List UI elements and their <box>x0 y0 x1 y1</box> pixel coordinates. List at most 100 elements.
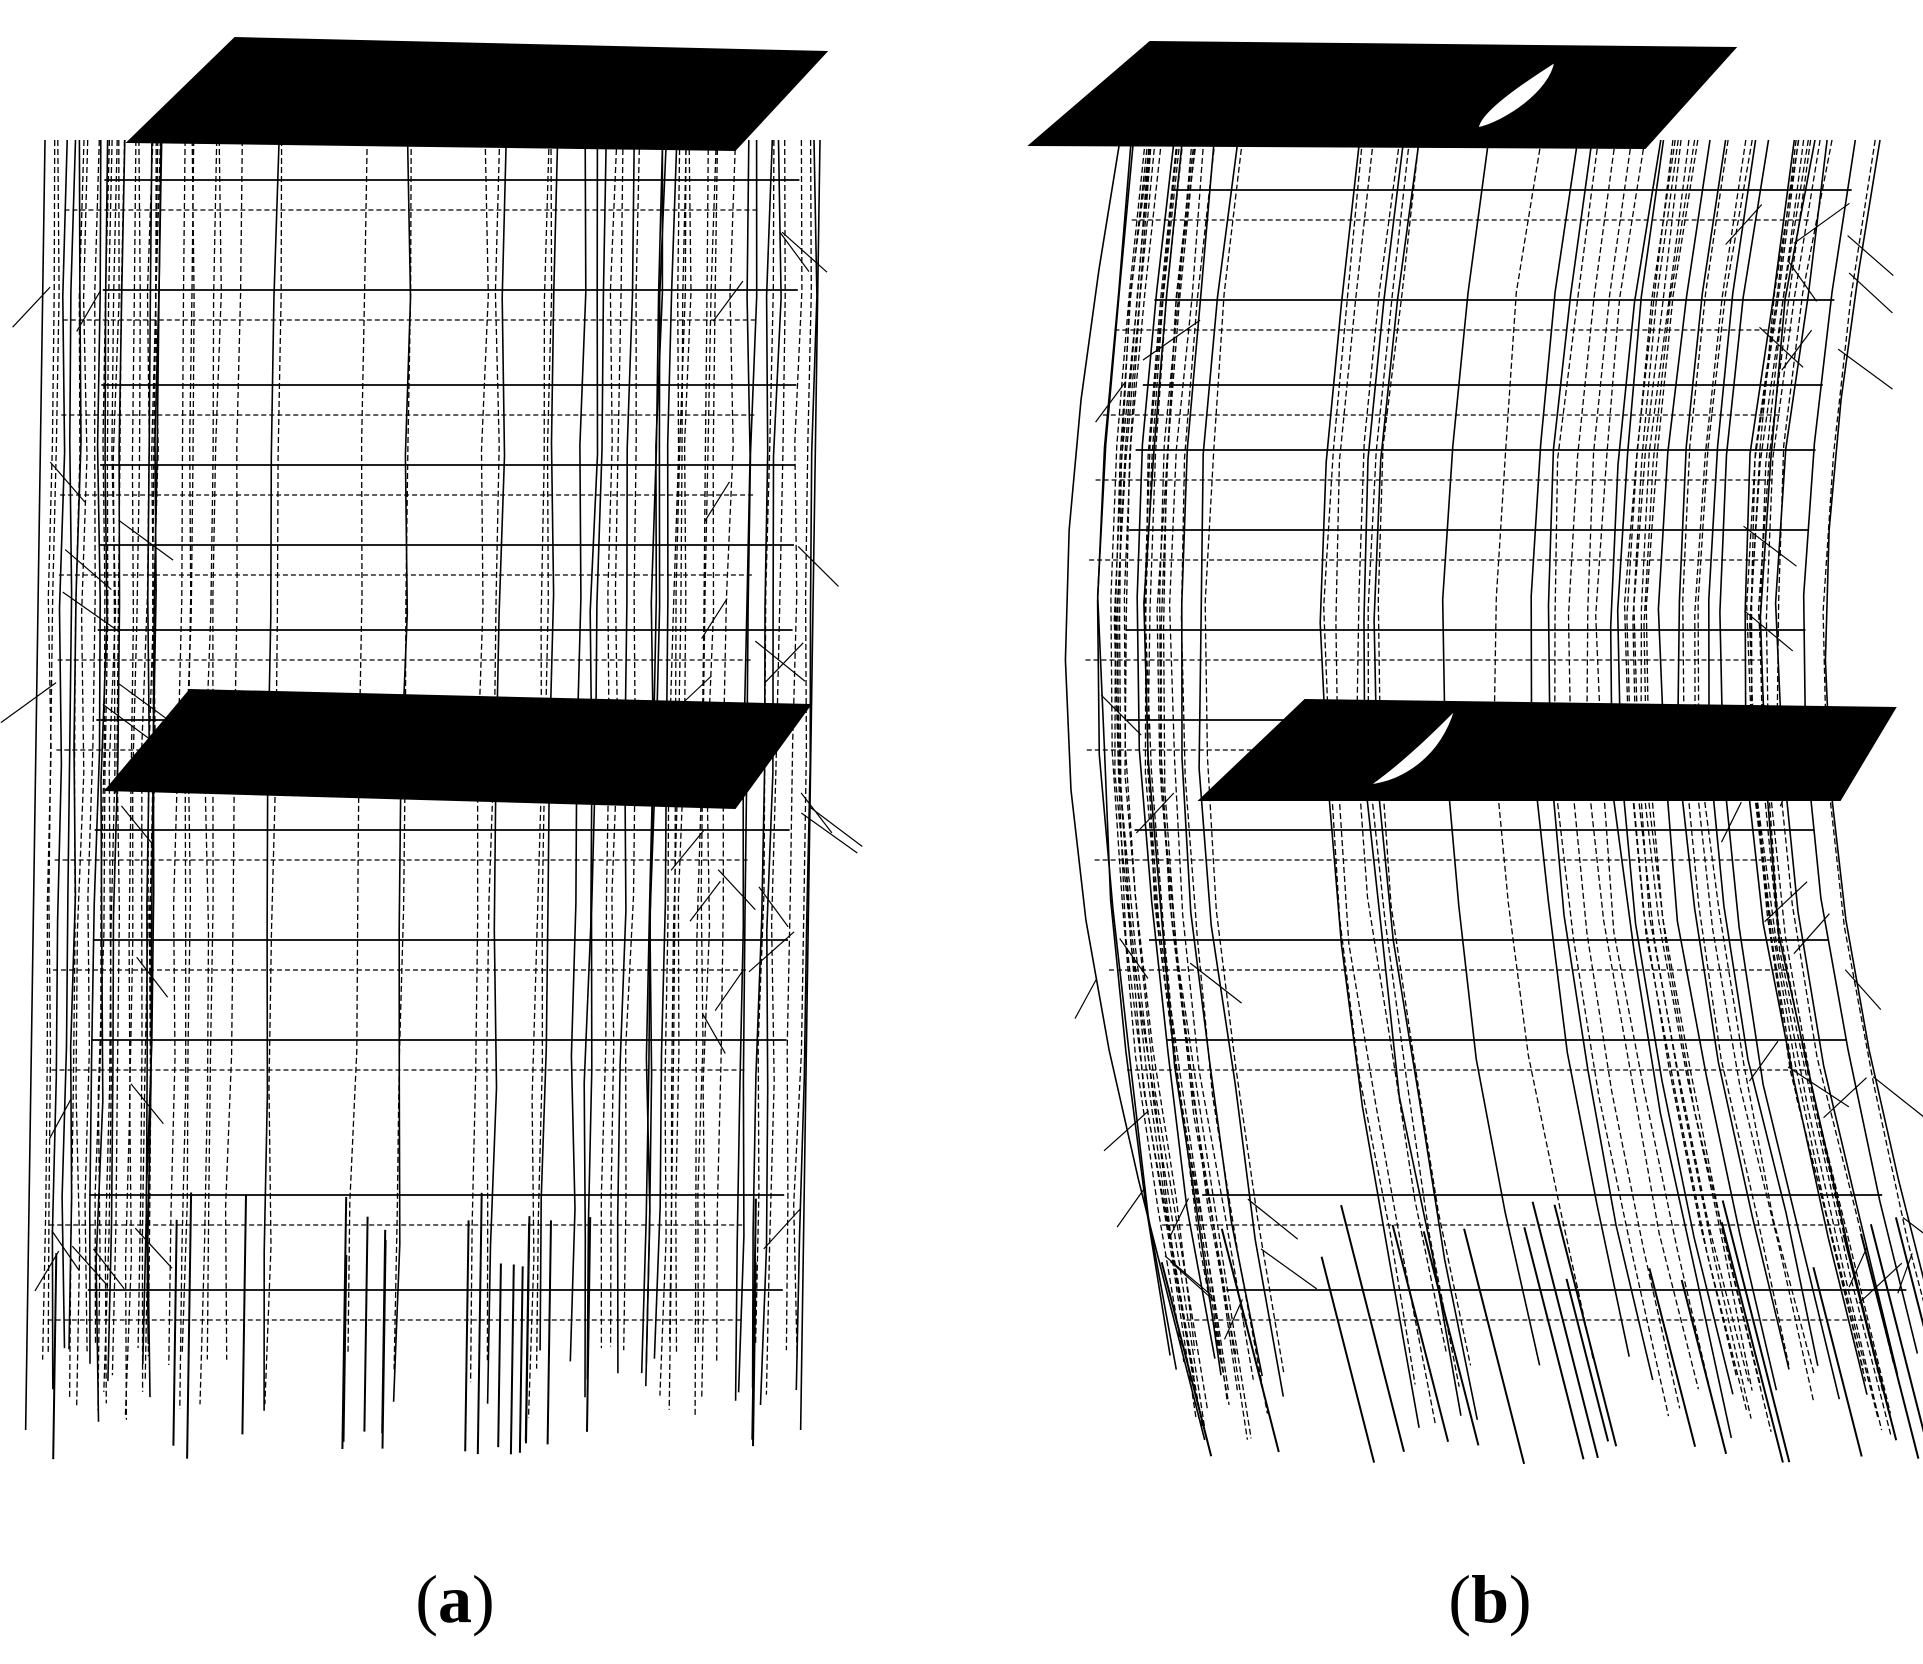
panel-b-wireframe <box>1027 40 1923 1465</box>
diagonal-brace <box>754 640 806 682</box>
diagonal-brace <box>764 642 804 684</box>
diagonal-brace <box>1189 962 1242 1004</box>
wireframe-column <box>1113 139 1197 1418</box>
wireframe-column <box>47 139 60 1355</box>
diagonal-brace <box>748 931 795 973</box>
diagonal-brace <box>717 869 756 911</box>
diagonal-brace <box>64 549 112 591</box>
diagonal-brace <box>689 880 721 922</box>
wireframe-column <box>1567 139 1681 1409</box>
diagonal-brace <box>12 286 51 328</box>
diagonal-brace <box>34 1250 60 1292</box>
wireframe-column <box>659 139 681 1396</box>
diagonal-brace <box>1837 348 1893 390</box>
diagonal-brace <box>1872 1076 1923 1118</box>
diagonal-brace <box>48 1098 72 1139</box>
wireframe-column <box>137 139 154 1349</box>
wireframe-column <box>1585 139 1700 1390</box>
hanging-member <box>1340 1204 1405 1452</box>
diagonal-brace <box>1848 272 1893 314</box>
diagonal-brace <box>712 280 744 322</box>
diagonal-brace <box>1743 525 1797 567</box>
hanging-member <box>186 1192 193 1459</box>
hanging-member <box>518 1266 524 1453</box>
diagonal-brace <box>800 812 858 854</box>
diagonal-brace <box>1074 978 1098 1019</box>
left-frame-edge <box>24 139 46 1431</box>
wireframe-column <box>1640 139 1753 1391</box>
hanging-member <box>476 1192 483 1455</box>
hanging-member <box>1721 1200 1791 1463</box>
diagonal-brace <box>1135 792 1175 834</box>
diagonal-brace <box>701 598 728 639</box>
hanging-member <box>1320 1256 1376 1463</box>
panel-a-caption: (a) <box>415 1561 495 1637</box>
wireframe-column <box>668 139 687 1341</box>
diagonal-brace <box>1095 381 1126 423</box>
upper-floor-slab <box>125 36 829 152</box>
wireframe-column <box>111 139 126 1376</box>
wireframe-column <box>1124 139 1209 1410</box>
diagonal-brace <box>1759 326 1804 368</box>
wireframe-column <box>1144 139 1228 1402</box>
wireframe-column <box>124 139 141 1418</box>
diagonal-brace <box>1720 801 1742 843</box>
hanging-member <box>1869 1224 1923 1433</box>
hanging-member <box>1531 1201 1599 1459</box>
hanging-member <box>1860 1233 1920 1459</box>
diagonal-brace <box>1169 1261 1216 1303</box>
diagonal-brace <box>62 591 121 633</box>
diagonal-brace <box>1847 235 1894 277</box>
wireframe-column <box>716 139 737 1364</box>
diagonal-brace <box>1844 969 1882 1010</box>
diagonal-brace <box>670 830 705 871</box>
wireframe-column <box>694 139 709 1417</box>
panel-b-caption: (b) <box>1448 1561 1532 1637</box>
diagonal-brace <box>120 805 155 847</box>
diagonal-brace <box>714 970 744 1012</box>
wireframe-column <box>701 139 719 1400</box>
diagonal-brace <box>71 1245 109 1287</box>
diagonal-brace <box>118 683 174 725</box>
lower-floor-slab <box>103 688 812 810</box>
wireframe-column <box>765 139 786 1395</box>
diagonal-brace <box>1823 1077 1867 1119</box>
diagonal-brace <box>51 1230 80 1271</box>
diagonal-brace <box>1897 1253 1913 1294</box>
wireframe-column <box>75 139 89 1406</box>
hanging-member <box>363 1216 369 1432</box>
wireframe-column <box>1623 139 1738 1377</box>
diagonal-brace <box>1744 610 1794 652</box>
diagonal-brace <box>1848 1246 1868 1288</box>
wireframe-column <box>61 139 77 1349</box>
hanging-member <box>1680 1279 1728 1455</box>
wireframe-column <box>95 139 109 1422</box>
wireframe-column <box>754 139 775 1345</box>
hanging-member <box>525 1216 531 1444</box>
slab-opening <box>1367 709 1456 787</box>
diagonal-brace <box>1793 202 1850 244</box>
hanging-member <box>586 1217 592 1432</box>
diagonal-brace <box>1103 1110 1150 1152</box>
diagonal-brace <box>0 682 57 724</box>
wireframe-column <box>486 139 501 1361</box>
upper-floor-slab <box>1027 40 1738 150</box>
left-frame-edge <box>1064 139 1206 1441</box>
wireframe-column <box>68 139 82 1350</box>
diagonal-brace <box>1168 1198 1190 1239</box>
diagonal-brace <box>1247 1198 1299 1240</box>
wireframe-column <box>1697 139 1815 1374</box>
hanging-member <box>381 1229 387 1434</box>
wireframe-column <box>1118 139 1204 1427</box>
hanging-member <box>1648 1268 1697 1448</box>
wireframe-column <box>697 139 717 1344</box>
wireframe-column <box>1198 139 1285 1397</box>
wireframe-column <box>41 139 56 1360</box>
wireframe-column <box>1162 139 1252 1439</box>
hanging-member <box>497 1263 502 1448</box>
hanging-member <box>1523 1227 1585 1460</box>
diagonal-brace <box>49 461 86 503</box>
wireframe-column <box>1168 139 1254 1380</box>
diagonal-brace <box>1116 1186 1146 1228</box>
wireframe-column <box>88 139 102 1364</box>
